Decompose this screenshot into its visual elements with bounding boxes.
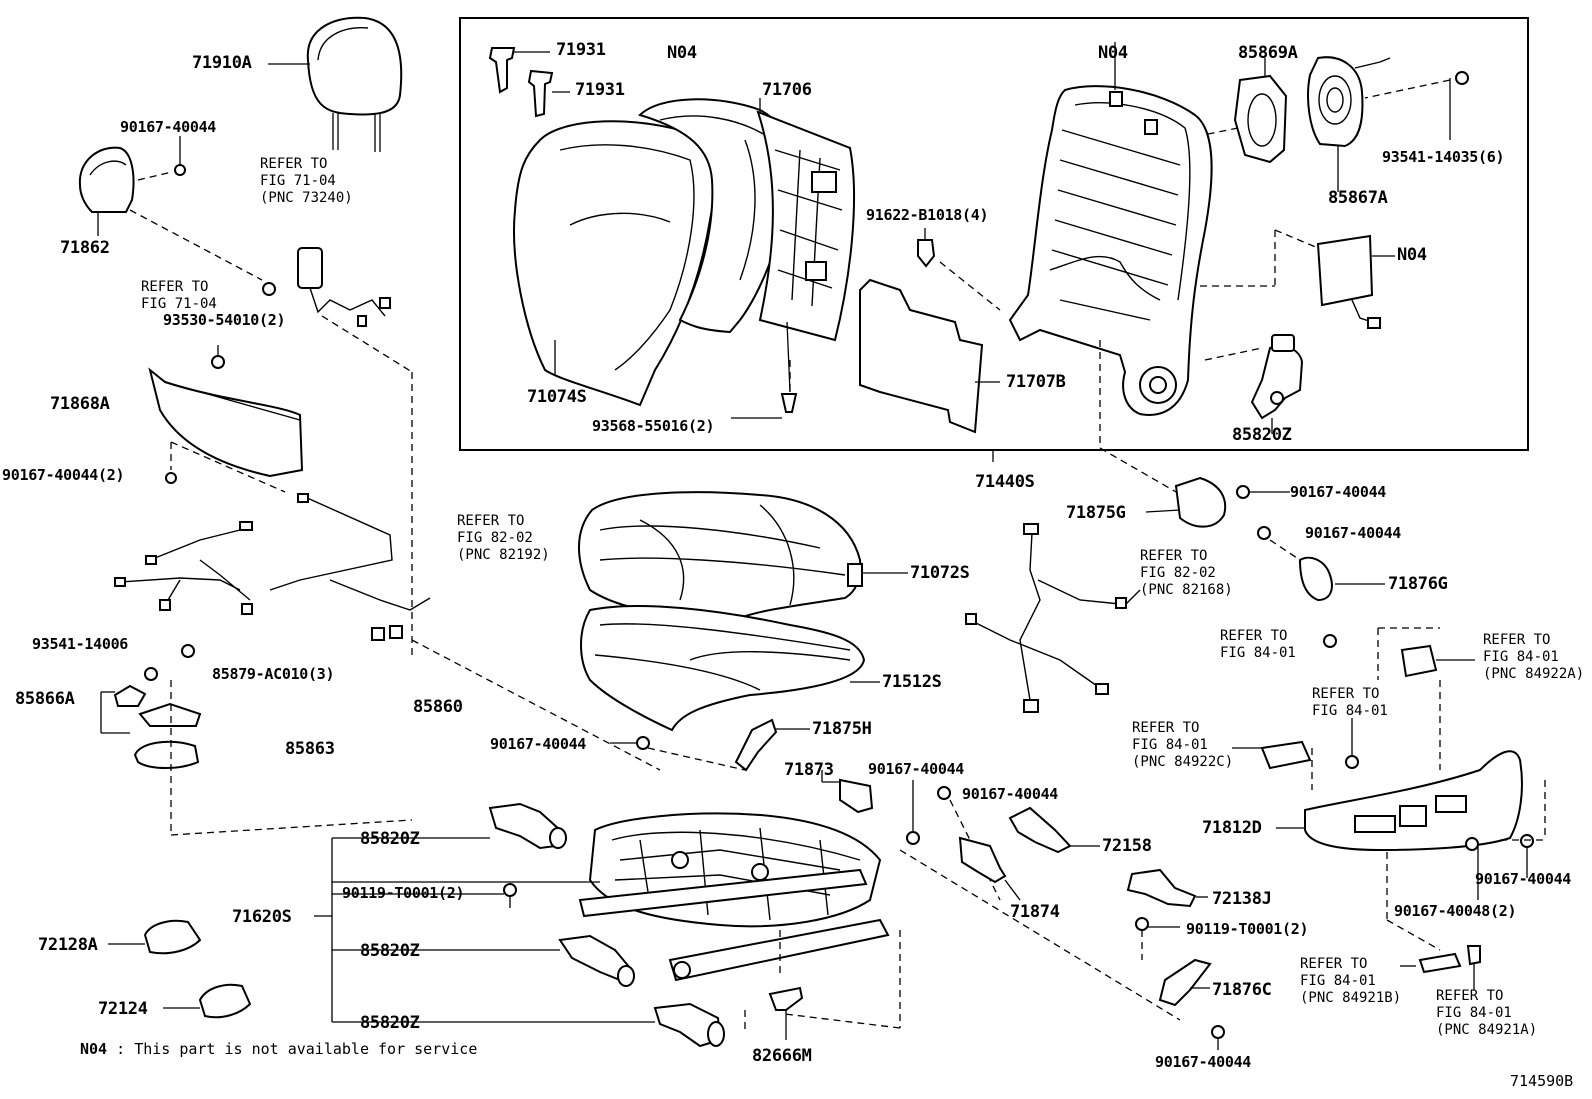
part-label-90167-40044-b: 90167-40044: [1290, 483, 1387, 501]
seat-side-cover-drawing: [1276, 750, 1546, 990]
seatback-board-drawing: [731, 98, 856, 419]
part-label-90167-40044: 90167-40044: [120, 118, 217, 136]
recliner-cover-inner-drawing: [1145, 476, 1290, 528]
part-label-72138J: 72138J: [1212, 889, 1272, 909]
seat-motors-drawing: [314, 802, 746, 1048]
part-label-90167-40044-d: 90167-40044: [490, 735, 587, 753]
part-label-71875H: 71875H: [812, 719, 872, 739]
part-label-71868A: 71868A: [50, 394, 110, 414]
seat-side-trim-drawing: [148, 345, 304, 493]
seat-belt-buckle-drawing: [262, 247, 413, 373]
recline-motor-drawing: [1204, 334, 1304, 434]
part-label-90167-40044-c: 90167-40044: [1305, 524, 1402, 542]
wire-harness-right-drawing: [965, 523, 1141, 713]
part-label-71873: 71873: [784, 760, 834, 780]
part-label-85820Z-middle: 85820Z: [360, 941, 420, 961]
rail-covers-drawing: [108, 919, 252, 1019]
part-label-71910A: 71910A: [192, 53, 252, 73]
part-label-85863: 85863: [285, 739, 335, 759]
part-label-71620S: 71620S: [232, 907, 292, 927]
speaker-drawing: [1207, 56, 1469, 192]
part-label-93541-14035: 93541-14035(6): [1382, 148, 1505, 166]
part-label-71074S: 71074S: [527, 387, 587, 407]
part-label-71931-lower: 71931: [575, 80, 625, 100]
seat-cushion-pad-drawing: [580, 604, 880, 732]
footnote-separator: :: [116, 1040, 126, 1058]
part-label-93568-55016: 93568-55016(2): [592, 417, 715, 435]
part-label-72124: 72124: [98, 999, 148, 1019]
part-label-90167-40044-2: 90167-40044(2): [2, 466, 125, 484]
part-label-71876C: 71876C: [1212, 980, 1272, 1000]
part-label-n04-seatback: N04: [667, 43, 697, 63]
lumbar-switch-mechanism-drawing: [100, 639, 661, 836]
part-label-71812D: 71812D: [1202, 818, 1262, 838]
part-label-90167-40044-g: 90167-40044: [1155, 1053, 1252, 1071]
footnote-text: This part is not available for service: [134, 1040, 478, 1058]
seatback-assembly-box: [459, 17, 1529, 451]
part-label-85860: 85860: [413, 697, 463, 717]
part-label-71707B: 71707B: [1006, 372, 1066, 392]
figure-id: 714590B: [1510, 1072, 1574, 1090]
seat-adjuster-frame-drawing: [578, 812, 901, 1029]
part-label-85820Z-lower: 85820Z: [360, 1013, 420, 1033]
part-label-82666M: 82666M: [752, 1046, 812, 1066]
seat-brackets-drawing: [610, 718, 1100, 901]
part-label-71875G: 71875G: [1066, 503, 1126, 523]
part-label-85866A: 85866A: [15, 689, 75, 709]
headrest-guide-drawing: [488, 47, 570, 118]
part-label-71876G: 71876G: [1388, 574, 1448, 594]
part-label-85879-AC010: 85879-AC010(3): [212, 665, 335, 683]
part-label-90167-40044-e: 90167-40044: [868, 760, 965, 778]
part-label-71706: 71706: [762, 80, 812, 100]
part-label-85820Z-recline: 85820Z: [1232, 425, 1292, 445]
module-drawing: [1200, 229, 1395, 329]
part-label-71931-upper: 71931: [556, 40, 606, 60]
rail-inner-cover-drawing: [899, 849, 1225, 1050]
part-label-n04-frame: N04: [1098, 43, 1128, 63]
part-label-71440S: 71440S: [975, 472, 1035, 492]
part-label-71874: 71874: [1010, 902, 1060, 922]
part-label-90167-40044-h: 90167-40044: [1475, 870, 1572, 888]
part-label-85867A: 85867A: [1328, 188, 1388, 208]
part-label-90119-T0001-b: 90119-T0001(2): [1186, 920, 1309, 938]
part-label-72158: 72158: [1102, 836, 1152, 856]
part-label-90167-40048: 90167-40048(2): [1394, 902, 1517, 920]
part-label-85869A: 85869A: [1238, 43, 1298, 63]
part-label-93530-54010: 93530-54010(2): [163, 311, 286, 329]
part-label-71512S: 71512S: [882, 672, 942, 692]
part-label-n04-module: N04: [1397, 245, 1427, 265]
seatback-cover-drawing: [513, 98, 791, 407]
seat-cushion-cover-drawing: [578, 491, 908, 620]
seatback-pad-drawing: [859, 228, 1001, 434]
headrest-drawing: [268, 16, 403, 152]
part-label-90167-40044-f: 90167-40044: [962, 785, 1059, 803]
part-label-85820Z-upper: 85820Z: [360, 829, 420, 849]
floor-clip-drawing: [768, 986, 804, 1040]
part-label-71862: 71862: [60, 238, 110, 258]
footnote: N04 : This part is not available for ser…: [80, 1040, 477, 1058]
wire-harness-left-drawing: [114, 372, 431, 660]
recliner-cover-left-drawing: [78, 136, 263, 281]
part-label-93541-14006: 93541-14006: [32, 635, 129, 653]
part-label-90119-T0001-a: 90119-T0001(2): [342, 884, 465, 902]
recliner-cover-outer-drawing: [1257, 526, 1385, 602]
power-seat-switch-drawing: [1232, 627, 1475, 790]
part-label-71072S: 71072S: [910, 563, 970, 583]
seatback-frame-drawing: [1008, 42, 1213, 416]
part-label-91622-B1018: 91622-B1018(4): [866, 206, 989, 224]
footnote-code: N04: [80, 1040, 108, 1058]
part-label-72128A: 72128A: [38, 935, 98, 955]
